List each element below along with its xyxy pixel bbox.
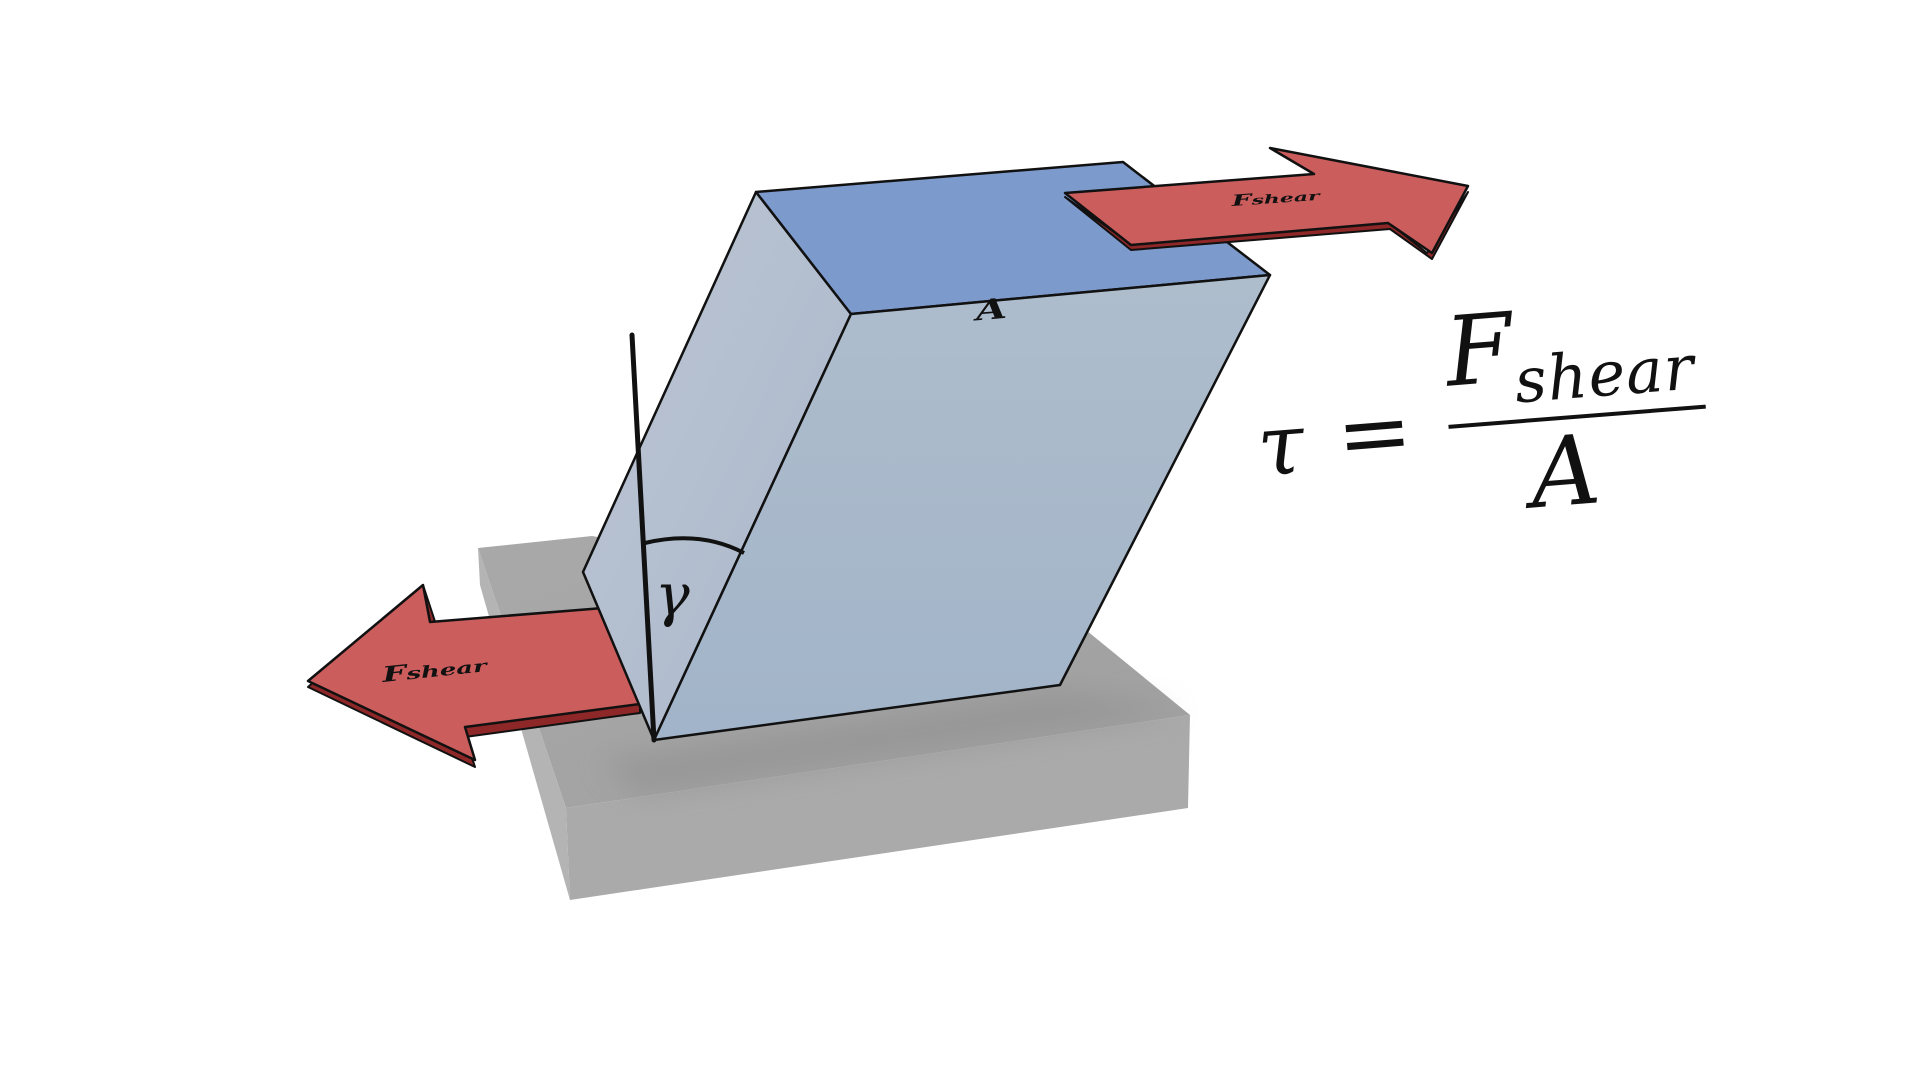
formula-equals: = xyxy=(1332,377,1417,489)
right-arrow-label-main: F xyxy=(1230,191,1255,210)
block-shadow xyxy=(600,690,1180,795)
formula-numerator: Fshear xyxy=(1441,286,1698,418)
formula-denominator: A xyxy=(1526,413,1605,531)
right-arrow-label-sub: shear xyxy=(1250,189,1322,208)
svg-text:Fshear: Fshear xyxy=(1230,186,1322,210)
formula-tau: τ xyxy=(1253,394,1308,496)
shear-angle-indicator xyxy=(629,332,745,743)
right-arrow-face xyxy=(1063,146,1470,255)
formula-numerator-main: F xyxy=(1441,291,1517,409)
base-slab-front-face xyxy=(566,715,1190,900)
gamma-label: γ xyxy=(655,561,690,629)
sheared-block xyxy=(581,160,1272,742)
area-label: A xyxy=(971,293,1008,328)
angle-arc xyxy=(644,536,745,555)
right-force-arrow xyxy=(1063,146,1470,260)
right-arrow-label: Fshear xyxy=(1230,186,1322,210)
shear-stress-formula: τ = Fshear A xyxy=(1246,263,1743,530)
block-front-face xyxy=(652,273,1272,742)
left-arrow-label-main: F xyxy=(380,659,410,687)
left-force-arrow xyxy=(306,583,642,768)
vertical-reference-line xyxy=(629,332,657,743)
formula-numerator-sub: shear xyxy=(1511,330,1698,418)
